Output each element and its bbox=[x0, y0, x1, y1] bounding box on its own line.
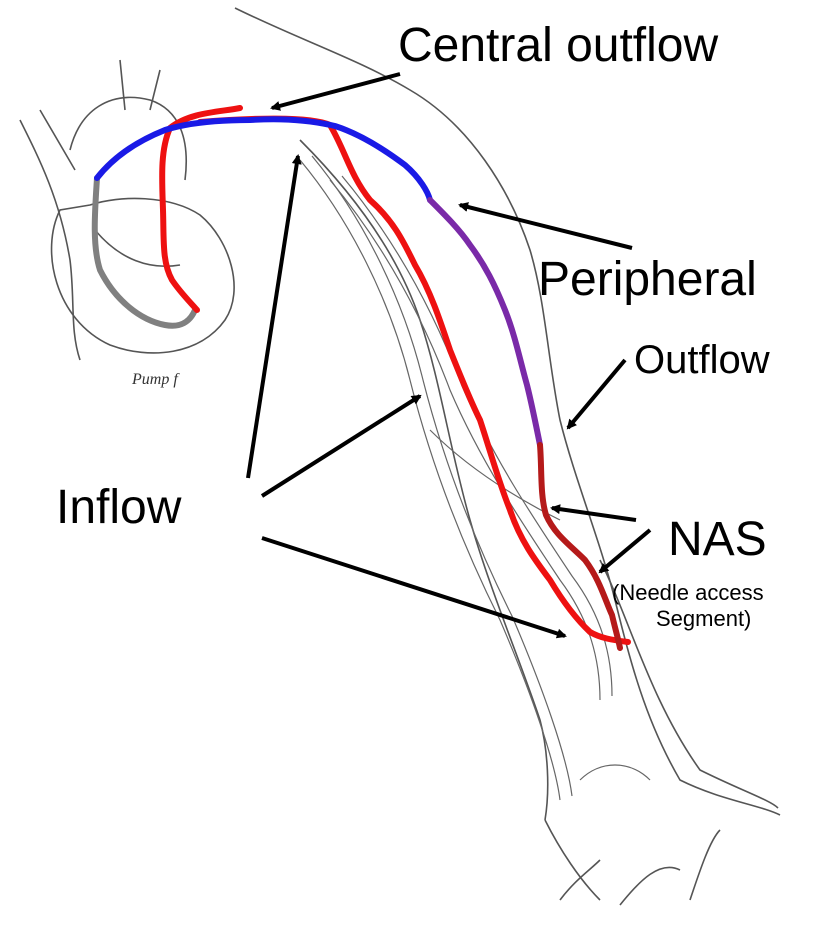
label-outflow: Outflow bbox=[634, 340, 770, 380]
central-outflow-path bbox=[97, 119, 430, 200]
vessel-sketch-1 bbox=[40, 60, 160, 170]
heart-outline bbox=[52, 198, 235, 353]
arrow-inflow-up bbox=[248, 156, 298, 478]
vessel-d bbox=[580, 765, 650, 780]
arrow-nas-2 bbox=[600, 530, 650, 572]
vessel-a bbox=[300, 160, 560, 800]
heart-sketch bbox=[40, 60, 234, 353]
arrow-outflow bbox=[568, 360, 625, 428]
label-nas-desc-2: Segment) bbox=[656, 606, 751, 631]
peripheral-outflow-path bbox=[430, 200, 540, 445]
arrow-inflow-mid bbox=[262, 396, 420, 496]
label-peripheral: Peripheral bbox=[538, 256, 757, 304]
arrow-peripheral bbox=[460, 205, 632, 248]
inflow-path-heart bbox=[162, 108, 240, 310]
label-pump-caption: Pump f bbox=[132, 372, 178, 388]
label-central-outflow: Central outflow bbox=[398, 22, 718, 70]
arrow-central-outflow bbox=[272, 74, 400, 108]
arrow-inflow-low bbox=[262, 538, 565, 636]
label-nas: NAS bbox=[668, 516, 767, 564]
torso-outline bbox=[20, 120, 80, 360]
hand-outline bbox=[545, 820, 720, 905]
label-nas-desc-1: (Needle access bbox=[612, 580, 764, 605]
shoulder-outline bbox=[235, 8, 780, 815]
label-inflow: Inflow bbox=[56, 484, 181, 532]
arrow-nas-1 bbox=[552, 508, 636, 520]
